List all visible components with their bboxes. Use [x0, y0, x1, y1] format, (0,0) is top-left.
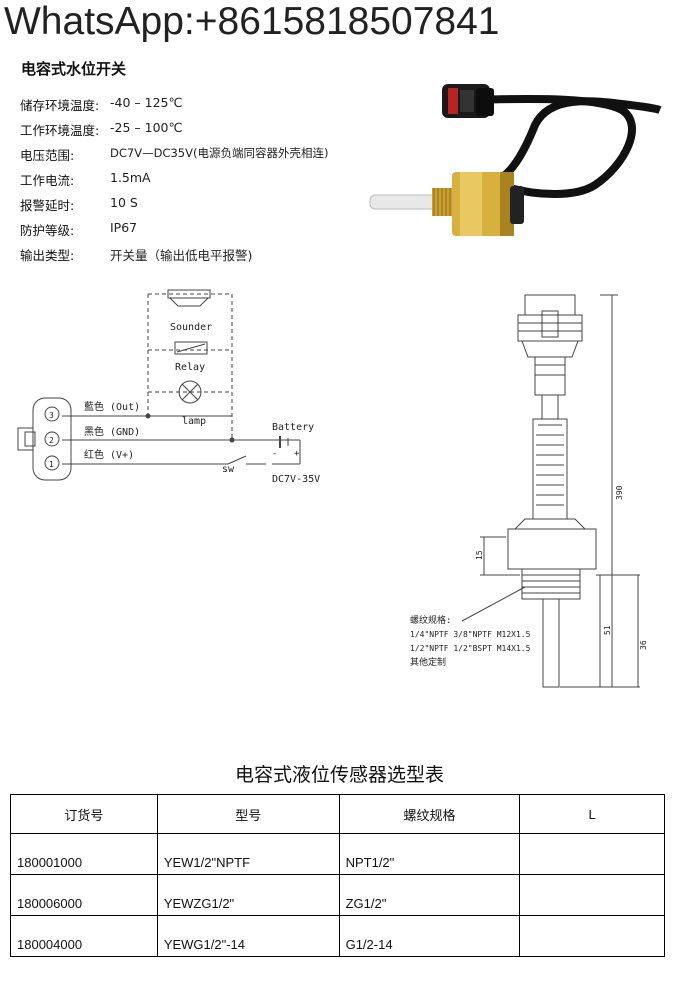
cell-length: [519, 833, 665, 875]
cell-length: [519, 915, 665, 957]
spec-label: 工作电流:: [20, 173, 75, 188]
spec-value: 开关量（输出低电平报警): [110, 248, 253, 263]
dim-probe-1: 51: [603, 625, 612, 635]
cell-thread: ZG1/2": [338, 874, 521, 916]
table-row: 180006000 YEWZG1/2" ZG1/2": [10, 874, 665, 916]
lamp-label: lamp: [182, 416, 206, 427]
battery-plus: +: [294, 449, 300, 459]
spec-value: -25 – 100℃: [110, 120, 183, 135]
wiring-diagram: Sounder Relay lamp Battery sw DC7V-35V 藍…: [17, 289, 320, 485]
cell-thread: NPT1/2": [338, 833, 521, 875]
spec-label: 储存环境温度:: [20, 98, 100, 113]
header-thread: 螺纹规格: [338, 794, 521, 834]
table-title: 电容式液位传感器选型表: [234, 764, 444, 786]
header-order-no: 订货号: [10, 794, 158, 834]
pin-label: 1: [49, 460, 54, 469]
product-title: 电容式水位开关: [21, 60, 127, 78]
thread-line-2: 1/2"NPTF 1/2"BSPT M14X1.5: [410, 644, 531, 653]
thread-line-3: 其他定制: [410, 656, 446, 668]
pin-label: 3: [49, 411, 54, 420]
wire-vplus-label: 红色 (V+): [84, 448, 134, 461]
cell-order-no: 180004000: [10, 915, 158, 957]
cell-length: [519, 874, 665, 916]
thread-line-1: 1/4"NPTF 3/8"NPTF M12X1.5: [410, 630, 531, 639]
spec-value: IP67: [110, 220, 138, 235]
spec-label: 输出类型:: [20, 248, 75, 263]
voltage-label: DC7V-35V: [272, 474, 320, 485]
spec-value: 1.5mA: [110, 170, 151, 185]
spec-label: 报警延时:: [20, 198, 75, 213]
dim-hex: 15: [475, 550, 484, 560]
cell-order-no: 180006000: [10, 874, 158, 916]
switch-label: sw: [222, 464, 235, 475]
dimension-drawing: 390 15 51 36 螺纹规格: 1/4"NPTF 3/8"NPTF M12…: [410, 294, 648, 688]
cell-order-no: 180001000: [10, 833, 158, 875]
spec-label: 防护等级:: [20, 223, 75, 238]
spec-label: 电压范围:: [20, 148, 75, 163]
battery-label: Battery: [272, 422, 314, 433]
header-length: L: [519, 794, 665, 834]
spec-label: 工作环境温度:: [20, 123, 100, 138]
thread-title: 螺纹规格:: [410, 614, 451, 626]
table-header-row: 订货号 型号 螺纹规格 L: [10, 794, 665, 834]
header-model: 型号: [156, 794, 340, 834]
selection-table: 订货号 型号 螺纹规格 L 180001000 YEW1/2"NPTF NPT1…: [10, 794, 665, 957]
wire-out-label: 藍色 (Out): [84, 400, 140, 413]
relay-label: Relay: [175, 362, 205, 373]
cell-model: YEWG1/2"-14: [156, 915, 340, 957]
product-photo: [369, 84, 662, 236]
table-row: 180001000 YEW1/2"NPTF NPT1/2": [10, 833, 665, 875]
spec-value: -40 – 125℃: [110, 95, 183, 110]
wire-gnd-label: 黑色 (GND): [84, 425, 140, 438]
spec-value: 10 S: [110, 195, 138, 210]
table-row: 180004000 YEWG1/2"-14 G1/2-14: [10, 915, 665, 957]
battery-minus: -: [272, 449, 277, 459]
whatsapp-watermark: WhatsApp:+8615818507841: [4, 0, 500, 43]
dim-probe-2: 36: [639, 640, 648, 650]
spec-value: DC7V—DC35V(电源负端同容器外壳相连): [110, 146, 329, 160]
sounder-label: Sounder: [170, 322, 212, 333]
cell-model: YEWZG1/2": [156, 874, 340, 916]
dim-total: 390: [615, 485, 624, 500]
cell-thread: G1/2-14: [338, 915, 521, 957]
cell-model: YEW1/2"NPTF: [156, 833, 340, 875]
pin-label: 2: [49, 436, 54, 445]
